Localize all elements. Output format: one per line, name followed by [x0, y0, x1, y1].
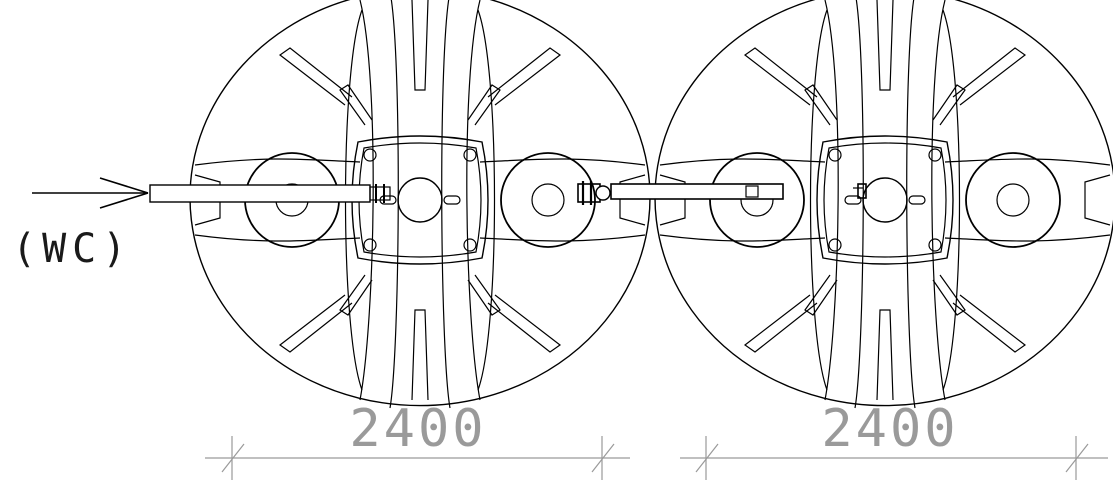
septic-tank-2	[654, 0, 1113, 409]
inlet-label: (WC)	[12, 226, 132, 272]
connecting-pipe	[577, 181, 867, 205]
inlet-pipe	[149, 184, 391, 203]
inlet-arrow	[32, 177, 149, 209]
dimension-line-1	[205, 436, 630, 480]
tank-2-dimension: 2400	[821, 399, 958, 459]
septic-tank-1	[189, 0, 651, 409]
dimension-line-2	[680, 436, 1108, 480]
tank-1-dimension: 2400	[349, 399, 486, 459]
